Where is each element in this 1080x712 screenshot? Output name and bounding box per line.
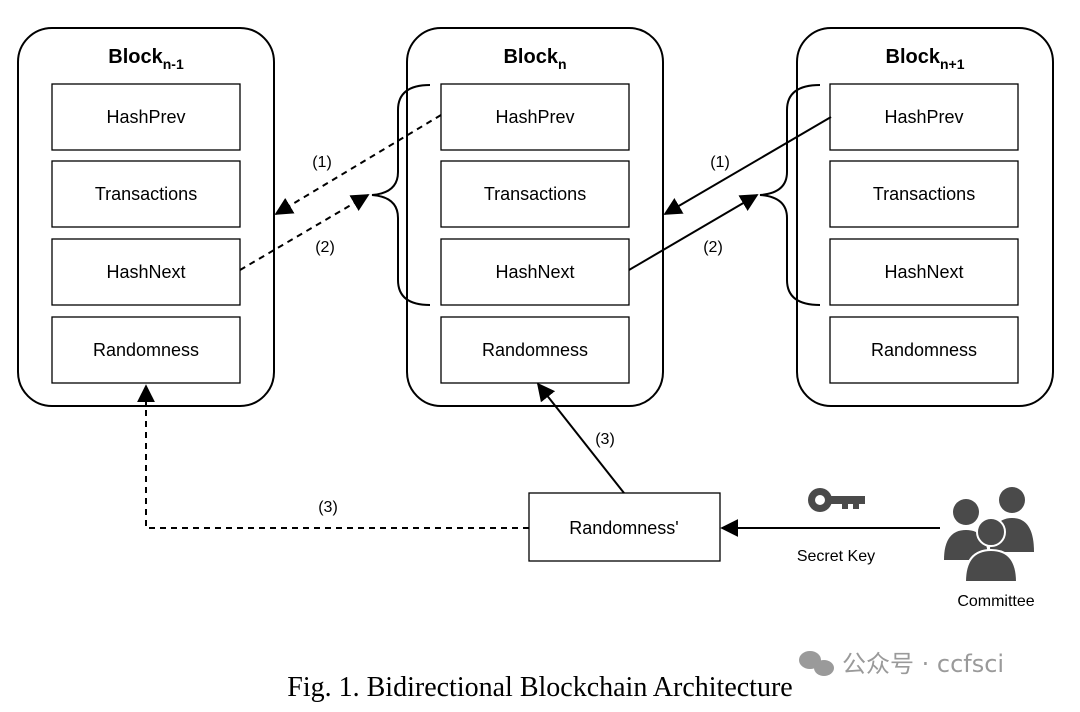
block-n-hashnext-cell — [440, 238, 630, 306]
block-n-title: Blockn — [503, 46, 566, 72]
watermark-text: 公众号 · ccfsci — [842, 650, 1004, 678]
block-n-plus-1-hashprev-label: HashPrev — [884, 107, 963, 127]
committee-people-icon — [944, 487, 1034, 583]
block-n-hashnext-label: HashNext — [495, 262, 574, 282]
committee-label: Committee — [957, 593, 1034, 610]
link-randomness-prime-to-block-n-minus-1 — [137, 384, 529, 529]
block-n-plus-1: Blockn+1 HashPrev Transactions HashNext … — [796, 27, 1054, 407]
block-n-minus-1-hashprev-cell — [51, 83, 241, 151]
link-rand-n-label: (3) — [595, 431, 615, 448]
secret-key-label: Secret Key — [797, 548, 875, 565]
block-n-transactions-cell — [440, 160, 630, 228]
block-n-minus-1-randomness-label: Randomness — [93, 340, 199, 360]
block-n-minus-1-hashprev-label: HashPrev — [106, 107, 185, 127]
link-left-2-label: (2) — [315, 239, 335, 256]
block-n-plus-1-randomness-label: Randomness — [871, 340, 977, 360]
link-hashprev-n-plus-1-to-n — [663, 116, 832, 215]
block-n-brace — [371, 84, 431, 306]
link-right-1-label: (1) — [710, 154, 730, 171]
block-n-hashprev-cell — [440, 83, 630, 151]
link-randomness-prime-to-block-n — [536, 382, 625, 494]
block-n-minus-1-hashnext-cell — [51, 238, 241, 306]
block-n-plus-1-hashprev-cell — [829, 83, 1019, 151]
block-n-minus-1: Blockn-1 HashPrev Transactions HashNext … — [17, 27, 275, 407]
block-n-randomness-label: Randomness — [482, 340, 588, 360]
block-n-minus-1-hashnext-label: HashNext — [106, 262, 185, 282]
block-n-hashprev-label: HashPrev — [495, 107, 574, 127]
block-n-plus-1-title: Blockn+1 — [886, 46, 965, 72]
block-n-randomness-cell — [440, 316, 630, 384]
wechat-icon — [799, 651, 834, 676]
block-n-plus-1-hashnext-label: HashNext — [884, 262, 963, 282]
block-n-plus-1-brace — [759, 84, 821, 306]
block-n-plus-1-hashnext-cell — [829, 238, 1019, 306]
link-hashnext-n-to-n-plus-1 — [628, 194, 759, 271]
block-n: Blockn HashPrev Transactions HashNext Ra… — [406, 27, 664, 407]
figure-caption: Fig. 1. Bidirectional Blockchain Archite… — [287, 672, 792, 703]
block-n-minus-1-transactions-label: Transactions — [95, 184, 197, 204]
block-n-minus-1-title: Blockn-1 — [108, 46, 184, 72]
block-n-minus-1-transactions-cell — [51, 160, 241, 228]
block-n-transactions-label: Transactions — [484, 184, 586, 204]
block-n-plus-1-transactions-cell — [829, 160, 1019, 228]
link-hashnext-n-minus-1-to-n — [239, 194, 370, 271]
block-n-plus-1-transactions-label: Transactions — [873, 184, 975, 204]
link-rand-n-minus-1-label: (3) — [318, 499, 338, 516]
block-n-plus-1-randomness-cell — [829, 316, 1019, 384]
key-icon — [808, 488, 865, 512]
block-n-minus-1-randomness-cell — [51, 316, 241, 384]
link-left-1-label: (1) — [312, 154, 332, 171]
randomness-prime-box — [528, 492, 721, 562]
randomness-prime-label: Randomness' — [569, 518, 679, 538]
link-right-2-label: (2) — [703, 239, 723, 256]
